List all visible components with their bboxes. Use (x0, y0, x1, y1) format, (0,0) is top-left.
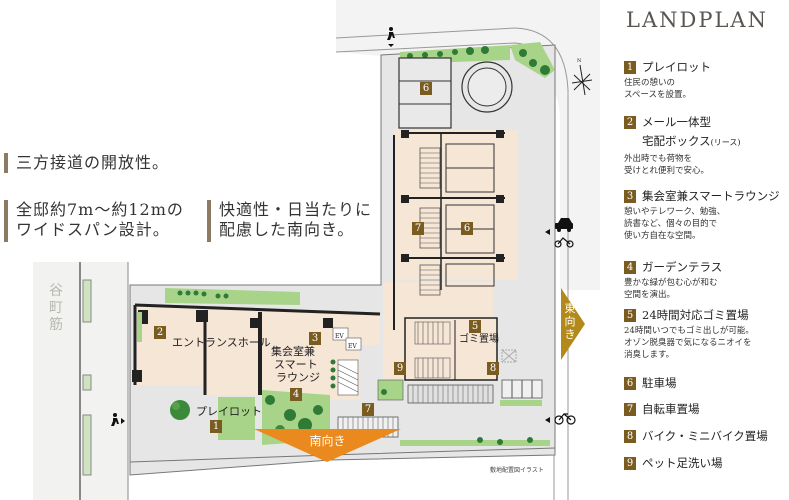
map-badge-7-south: 7 (362, 403, 374, 416)
map-badge-9: 9 (394, 362, 406, 375)
street-name-label: 谷町筋 (49, 283, 63, 333)
tagline-south-facing: 快適性・日当たりに 配慮した南向き。 (207, 200, 372, 242)
legend-item-name: 自転車置場 (642, 402, 700, 416)
map-badge-5: 5 (469, 320, 481, 333)
east-direction-arrow: 東向き (561, 288, 585, 360)
motorbike-icon (554, 237, 574, 248)
bicycle-icon (554, 413, 576, 425)
tagline-wide-span: 全邸約7m〜約12mの ワイドスパン設計。 (4, 200, 184, 242)
legend-item-desc: 憩いやテレワーク、勉強、 読書など、個々の目的で 使い方自在な空間。 (624, 207, 726, 241)
lounge-label-line3: ラウンジ (276, 371, 320, 384)
illustration-credit: 敷地配置図イラスト (490, 467, 544, 474)
legend-item-playlot: 1 プレイロット 住民の憩いの スペースを設置。 (624, 60, 711, 101)
legend-item-name: バイク・ミニバイク置場 (642, 429, 768, 443)
legend-badge: 5 (624, 308, 636, 322)
legend-badge: 8 (624, 429, 636, 443)
legend-item-desc: 外出時でも荷物を 受けとれ便利で安心。 (624, 154, 710, 176)
legend-badge: 9 (624, 456, 636, 470)
south-direction-label: 南向き (309, 434, 346, 448)
legend-item-name: ガーデンテラス (642, 260, 723, 274)
playlot-label: プレイロット (196, 405, 262, 418)
legend-item-lounge: 3 集会室兼スマートラウンジ 憩いやテレワーク、勉強、 読書など、個々の目的で 使… (624, 189, 780, 242)
tagline-text: 三方接道の開放性。 (16, 153, 170, 172)
tagline-three-side-access: 三方接道の開放性。 (4, 153, 169, 173)
ev-label-1: EV (335, 333, 344, 340)
lounge-label-line2: スマート (274, 358, 318, 371)
map-badge-8: 8 (487, 362, 499, 375)
legend-item-delivery-box: 2 メール一体型 宅配ボックス(リース) 外出時でも荷物を 受けとれ便利で安心。 (624, 115, 741, 177)
east-direction-label: 東向き (564, 302, 576, 341)
tagline-accent-bar (4, 200, 8, 242)
legend-badge: 6 (624, 376, 636, 390)
legend-badge: 3 (624, 189, 636, 203)
legend-item-name: プレイロット (642, 60, 711, 74)
tagline-text-line2: ワイドスパン設計。 (16, 220, 170, 239)
garbage-label: ゴミ置場 (459, 334, 499, 345)
south-direction-arrow: 南向き (254, 429, 401, 461)
map-badge-1: 1 (210, 420, 222, 433)
legend-item-garbage: 5 24時間対応ゴミ置場 24時間いつでもゴミ出しが可能。 オゾン脱臭器で気になる… (624, 308, 754, 361)
entrance-hall-label: エントランスホール (172, 336, 271, 349)
map-badge-4: 4 (290, 388, 302, 401)
pedestrian-icon-north (387, 27, 395, 47)
pedestrian-icon-west (111, 413, 125, 426)
map-badge-3: 3 (309, 332, 321, 345)
tagline-text-line1: 快適性・日当たりに (219, 200, 373, 219)
legend-item-desc: 24時間いつでもゴミ出しが可能。 オゾン脱臭器で気になるニオイを 消臭します。 (624, 326, 754, 360)
svg-text:N: N (577, 58, 582, 64)
tagline-text-line2: 配慮した南向き。 (219, 220, 355, 239)
map-badge-6-north: 6 (420, 82, 432, 95)
legend-badge: 4 (624, 260, 636, 274)
legend-item-name: メール一体型 (642, 115, 711, 129)
tagline-accent-bar (4, 153, 8, 173)
legend-item-name: 駐車場 (642, 376, 677, 390)
tagline-text-line1: 全邸約7m〜約12mの (16, 200, 184, 219)
legend-item-desc: 豊かな緑が包む心が和む 空間を演出。 (624, 278, 718, 300)
legend-item-name: 24時間対応ゴミ置場 (642, 308, 749, 322)
legend-item-garden-terrace: 4 ガーデンテラス 豊かな緑が包む心が和む 空間を演出。 (624, 260, 722, 301)
legend-badge: 2 (624, 115, 636, 129)
map-badge-7-east: 7 (412, 222, 424, 235)
legend-item-name: 集会室兼スマートラウンジ (642, 189, 780, 203)
map-badge-2: 2 (154, 326, 166, 339)
lounge-label-line1: 集会室兼 (271, 345, 315, 358)
legend-badge: 7 (624, 402, 636, 416)
legend-item-name2: 宅配ボックス (642, 134, 711, 148)
map-badge-6-east: 6 (461, 222, 473, 235)
legend-badge: 1 (624, 60, 636, 74)
legend-title: LANDPLAN (626, 8, 768, 32)
car-icon (545, 218, 573, 235)
legend-item-parking: 6 駐車場 (624, 376, 677, 390)
legend-item-note: (リース) (710, 138, 741, 147)
legend-item-pet-wash: 9 ペット足洗い場 (624, 456, 723, 470)
legend-item-desc: 住民の憩いの スペースを設置。 (624, 78, 691, 100)
legend-item-bike-parking: 8 バイク・ミニバイク置場 (624, 429, 768, 443)
legend-item-name: ペット足洗い場 (642, 456, 723, 470)
ev-label-2: EV (348, 343, 357, 350)
legend-item-bicycle-parking: 7 自転車置場 (624, 402, 700, 416)
tagline-accent-bar (207, 200, 211, 242)
